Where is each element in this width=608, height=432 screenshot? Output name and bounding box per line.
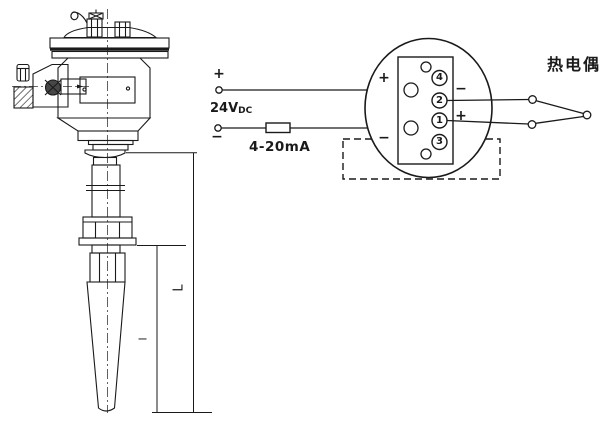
seal-wire — [70, 11, 88, 24]
block-hole-top — [420, 61, 432, 73]
neck-nipple — [92, 156, 118, 166]
neck-box — [77, 130, 139, 142]
tc-terminal-lower — [527, 120, 537, 129]
dimension-L-label: L — [171, 284, 187, 292]
supply-minus-label: − — [211, 129, 223, 145]
supply-plus-terminal — [215, 86, 223, 94]
nameplate-screw-right — [125, 86, 131, 91]
terminal-2-number: 2 — [436, 94, 443, 106]
tx-right-plus-label: + — [455, 108, 467, 124]
right-bolt-body — [114, 21, 131, 38]
dimension-l-label: l — [136, 337, 150, 341]
terminal-3-circle — [431, 133, 448, 151]
nameplate — [79, 76, 136, 104]
body-taper — [56, 117, 152, 132]
tc-wire-lower — [446, 119, 529, 125]
tc-wire-upper — [446, 98, 530, 102]
gland-hatched-block — [13, 86, 34, 109]
head-body — [57, 57, 151, 119]
supply-voltage-label: 24VDC — [210, 102, 252, 116]
terminal-4-circle — [431, 69, 448, 87]
supply-minus-terminal — [214, 124, 222, 132]
neck-step — [92, 143, 129, 151]
terminal-3-number: 3 — [436, 136, 443, 147]
dimension-lines — [126, 152, 212, 413]
gland-plug — [16, 63, 30, 82]
tx-left-minus-label: − — [378, 130, 390, 146]
thermocouple-label: 热电偶 — [547, 55, 602, 74]
tc-terminal-upper — [528, 95, 537, 104]
loop-current-label: 4-20mA — [249, 139, 311, 155]
tc-junction — [582, 110, 592, 120]
gland-connector — [60, 78, 87, 95]
terminal-block — [397, 56, 454, 165]
neck-tube — [91, 164, 121, 218]
supply-plus-label: + — [213, 66, 225, 82]
power-terminal-plus — [403, 82, 419, 98]
tx-left-plus-label: + — [378, 70, 390, 86]
head-dome — [63, 26, 158, 39]
thermocouple-assembly-drawing — [12, 9, 170, 413]
block-hole-bottom — [420, 148, 432, 160]
cover-flange — [49, 37, 170, 49]
neck-collar — [84, 149, 126, 159]
tapered-probe — [86, 281, 126, 412]
power-terminal-minus — [403, 120, 419, 136]
neck-step-flange — [87, 139, 134, 146]
terminal-4-number: 4 — [436, 72, 443, 83]
tx-right-minus-label: − — [455, 81, 467, 97]
wiring-diagram — [214, 37, 592, 180]
terminal-1-number: 1 — [436, 114, 443, 126]
voltage-sub: DC — [238, 106, 253, 116]
voltage-main: 24V — [210, 101, 239, 116]
gland-body — [32, 63, 69, 108]
flange-step — [91, 244, 121, 254]
cover-ring — [51, 50, 169, 59]
loop-resistor — [265, 122, 291, 134]
